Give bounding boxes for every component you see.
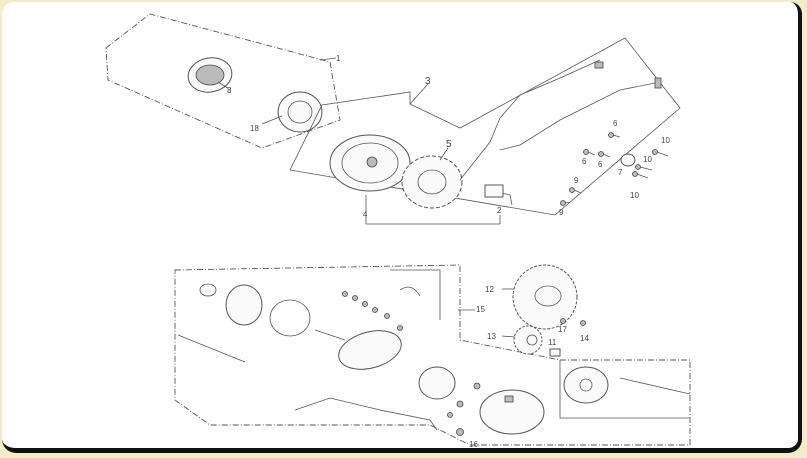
callout-8: 8 — [227, 86, 232, 95]
armature — [338, 330, 402, 370]
callout-4: 4 — [363, 210, 368, 219]
callout-6b: 6 — [582, 157, 587, 166]
callout-14: 14 — [580, 334, 589, 343]
o-ring — [269, 299, 311, 337]
callout-11: 11 — [548, 338, 557, 347]
starter-cover — [225, 284, 263, 326]
callout-6c: 6 — [598, 160, 603, 169]
diagram-panel — [2, 2, 802, 453]
gear-12 — [512, 264, 578, 330]
callout-18: 18 — [250, 124, 259, 133]
starter-motor — [479, 389, 545, 435]
callout-9a: 9 — [574, 176, 579, 185]
brush-holder — [418, 366, 456, 400]
callout-9b: 9 — [559, 208, 564, 217]
callout-12: 12 — [485, 285, 494, 294]
callout-16: 16 — [469, 440, 478, 449]
callout-1: 1 — [336, 54, 341, 63]
part-7 — [620, 153, 636, 167]
oil-seal-18 — [277, 91, 323, 133]
starter-clutch-cover — [563, 366, 609, 404]
callout-10b: 10 — [643, 155, 652, 164]
callout-13: 13 — [487, 332, 496, 341]
pickup-coil — [484, 184, 504, 198]
callout-10a: 10 — [661, 136, 670, 145]
callout-17: 17 — [558, 325, 567, 334]
callout-7: 7 — [618, 168, 623, 177]
flywheel-stator-group — [289, 37, 681, 225]
callout-5: 5 — [446, 139, 452, 150]
stator — [401, 155, 463, 209]
fasteners-top — [560, 132, 669, 206]
pin-11 — [549, 348, 561, 357]
callout-3: 3 — [425, 76, 431, 87]
bearing-8-inner — [195, 64, 225, 86]
gear-13 — [513, 325, 543, 355]
starter-group — [174, 264, 691, 446]
callouts: 1 8 18 3 5 4 2 6 6 6 7 10 10 10 9 9 12 1… — [227, 54, 670, 449]
callout-10c: 10 — [630, 191, 639, 200]
callout-6a: 6 — [613, 119, 618, 128]
callout-15: 15 — [476, 305, 485, 314]
callout-2: 2 — [497, 206, 502, 215]
bearing-group — [105, 13, 341, 149]
